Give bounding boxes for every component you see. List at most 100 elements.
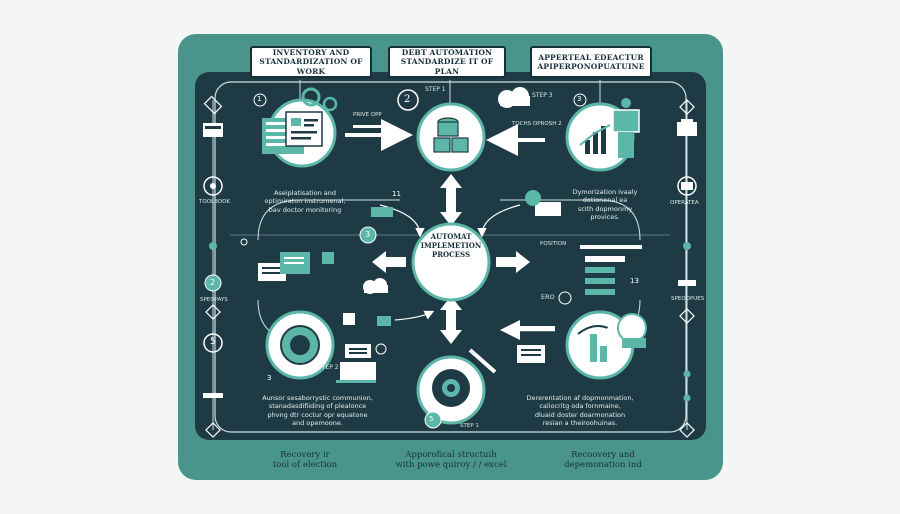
side-label: POSITION xyxy=(540,241,567,247)
number-label: 1 xyxy=(257,95,262,103)
caption-bottom-left: Aunsor sesaborrystic communion, stanadas… xyxy=(250,394,385,428)
side-label: SPEOOPUES xyxy=(671,296,705,302)
caption-line: Aunsor sesaborrystic communion, xyxy=(262,394,373,402)
monitor-icon xyxy=(612,109,640,133)
bottom-label-right: Recoovery and depemonation ind xyxy=(528,450,678,470)
bar-icon xyxy=(203,393,223,398)
bottom-line: Recovery ir xyxy=(280,450,330,460)
number-badge xyxy=(203,333,223,353)
number-badge xyxy=(397,89,419,111)
node-dot xyxy=(209,242,217,250)
bottom-line: depemonation ind xyxy=(564,460,642,471)
number-label: 13 xyxy=(630,277,639,285)
number-label: 11 xyxy=(392,190,401,198)
bidirectional-arrow xyxy=(440,296,462,344)
step-label: STEP 2 xyxy=(318,364,339,371)
bar-icon xyxy=(678,280,696,286)
center-line: IMPLEMETION xyxy=(420,241,482,251)
number-badge xyxy=(204,274,222,292)
number-label: 3 xyxy=(577,95,582,103)
caption-line: Dymorization ivaaly xyxy=(572,188,638,196)
gear-icon xyxy=(322,96,338,112)
caption-top-right: Dymorization ivaaly dotionenal ea scith … xyxy=(560,188,650,222)
diamond-icon xyxy=(205,422,221,438)
side-label: OPERATEA xyxy=(670,200,699,206)
flow-arrow xyxy=(468,348,497,374)
center-line: AUTOMAT xyxy=(430,232,472,241)
caption-line: optimiraton instrumenal, xyxy=(264,197,346,206)
caption-line: dotionenal ea xyxy=(582,196,628,205)
caption-line: caliocritg oda fornmaine, xyxy=(539,402,621,411)
caption-top-left: Aseiplatisation and optimiraton instrume… xyxy=(255,189,355,214)
caption-line: stanadasdifiiding of plealonce xyxy=(268,402,367,411)
number-label: 5 xyxy=(210,337,216,347)
title-box-appertal: APPERTEAL EDEACTUR APIPERPONOPUATUINE xyxy=(530,46,652,78)
side-label: TOOLBOOK xyxy=(199,199,231,205)
title-line: STANDARDIZE IT OF PLAN xyxy=(400,57,494,76)
badge-circle xyxy=(617,313,647,343)
number-label: 5 xyxy=(429,415,434,423)
diamond-icon xyxy=(679,308,695,324)
center-process-circle xyxy=(411,222,491,302)
caption-line: and opemoone. xyxy=(292,419,343,428)
square-icon xyxy=(322,252,334,264)
step-label: STEP 1 xyxy=(460,423,479,429)
title-line: DEBT AUTOMATION xyxy=(401,47,493,57)
panel-header-bar xyxy=(580,245,642,249)
center-process-label: AUTOMAT IMPLEMETION PROCESS xyxy=(413,232,489,259)
number-label: 3 xyxy=(267,374,272,382)
step-label: STEP 3 xyxy=(532,92,553,99)
number-label: 2 xyxy=(210,278,216,287)
node-dot xyxy=(683,242,691,250)
step-label: ERO xyxy=(541,293,555,301)
number-badge xyxy=(424,411,442,429)
bar-chart-icon xyxy=(590,334,597,362)
caption-line: dluaid doster doarmonation xyxy=(534,410,626,419)
side-label: SPEOPAYS xyxy=(200,297,228,303)
title-line: INVENTORY AND xyxy=(272,47,350,57)
title-line: APIPERPONOPUATUINE xyxy=(537,62,645,71)
printer-icon xyxy=(677,122,697,136)
number-label: 2 xyxy=(404,94,411,105)
caption-line: resian a theiroohuinas. xyxy=(542,419,618,428)
arrow-left xyxy=(372,251,406,273)
bar-chart-icon xyxy=(585,140,590,154)
settings-icon xyxy=(203,176,223,196)
bottom-line: Recoovery and xyxy=(571,450,635,460)
step-label: TOCHS OPROSH 2 xyxy=(512,121,562,127)
bottom-line: tool of election xyxy=(272,460,338,471)
step-label: PRIVE OPP xyxy=(353,112,382,118)
settings-icon xyxy=(677,176,697,196)
caption-line: provices. xyxy=(590,213,620,222)
step-label: STEP 1 xyxy=(425,86,446,93)
caption-line: phvng dtr coctur opr equatone xyxy=(267,410,368,419)
caption-line: scith dopmonmy xyxy=(577,204,633,213)
node-dot xyxy=(683,370,691,378)
process-circle-top-center xyxy=(416,102,486,172)
diamond-icon xyxy=(679,99,695,115)
number-badge xyxy=(359,226,377,244)
caption-bottom-right: Dererentation af dopmonmation, caliocrit… xyxy=(515,394,645,428)
bottom-line: Apporofical structuih xyxy=(405,450,497,460)
bottom-line: with powe quiroy / / excel xyxy=(395,460,507,471)
caption-line: Aseiplatisation and xyxy=(273,189,337,197)
bottom-label-middle: Apporofical structuih with powe quiroy /… xyxy=(376,450,526,470)
caption-line: Dererentation af dopmonmation, xyxy=(526,394,634,402)
diamond-icon xyxy=(679,422,695,438)
title-box-debt-automation: DEBT AUTOMATION STANDARDIZE IT OF PLAN xyxy=(388,46,506,78)
title-line: STANDARDIZATION OF WORK xyxy=(259,57,363,76)
arrow-right xyxy=(496,251,530,273)
tag-icon xyxy=(371,207,393,217)
bottom-label-left: Recovery ir tool of election xyxy=(230,450,380,470)
diamond-icon xyxy=(203,95,223,115)
caption-line: bav doctor monitoring xyxy=(268,205,342,214)
bidirectional-arrow xyxy=(440,174,462,226)
document-icon xyxy=(345,344,371,358)
title-box-inventory: INVENTORY AND STANDARDIZATION OF WORK xyxy=(250,46,372,78)
window-icon xyxy=(203,123,223,137)
gear-icon xyxy=(301,87,321,107)
number-label: 3 xyxy=(365,230,371,239)
flag-icon xyxy=(377,316,391,326)
center-line: PROCESS xyxy=(431,250,471,260)
